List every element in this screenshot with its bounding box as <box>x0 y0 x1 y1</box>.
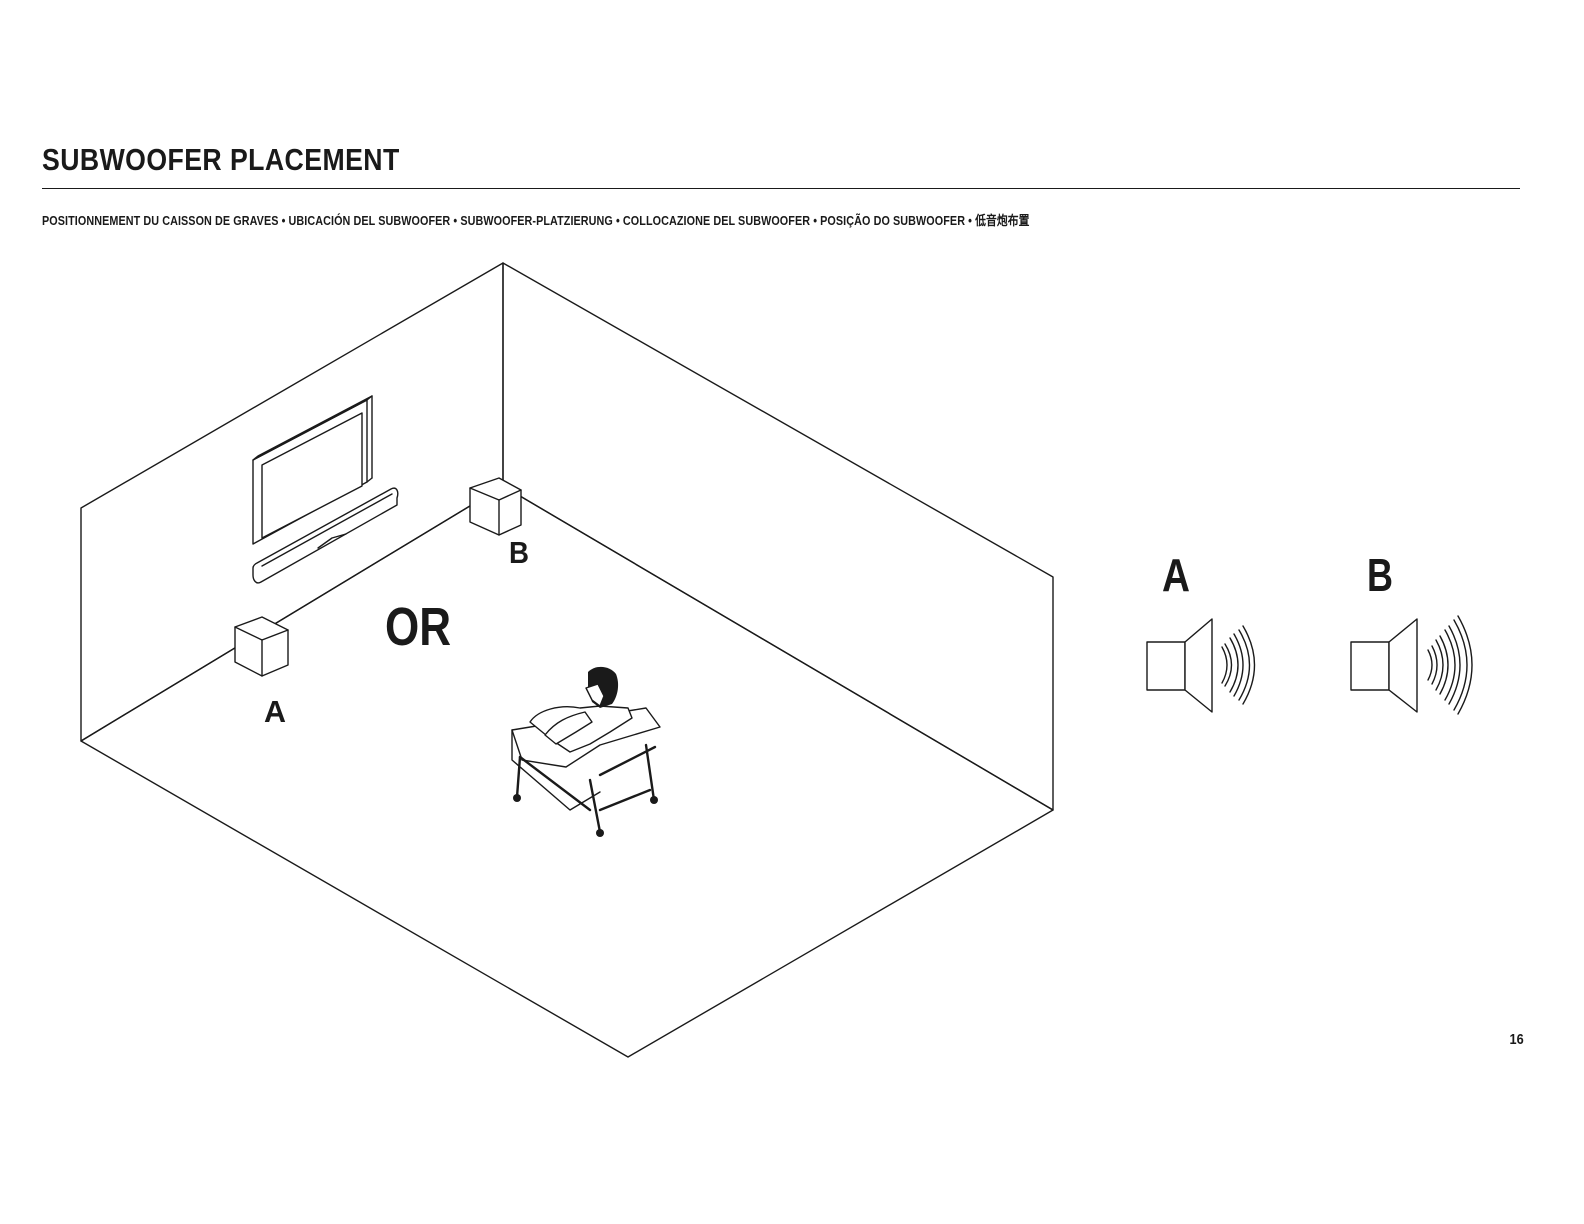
subwoofer-b <box>470 478 521 535</box>
listener-in-armchair <box>512 667 660 837</box>
subwoofer-a <box>235 617 288 676</box>
speaker-a-icon <box>1147 619 1212 712</box>
sound-waves-b-icon <box>1428 616 1472 714</box>
sound-waves-a-icon <box>1222 626 1255 704</box>
subwoofer-b-label: B <box>509 535 529 570</box>
room-illustration <box>81 263 1053 1057</box>
speaker-b-icon <box>1351 619 1417 712</box>
speaker-b-label: B <box>1367 549 1393 601</box>
page-number: 16 <box>1510 1031 1524 1048</box>
speaker-a-label: A <box>1162 549 1190 601</box>
or-label: OR <box>385 597 451 657</box>
sound-comparison: A B <box>1147 549 1472 714</box>
subwoofer-a-label: A <box>264 694 286 729</box>
room-floor-outline <box>81 486 1053 1057</box>
